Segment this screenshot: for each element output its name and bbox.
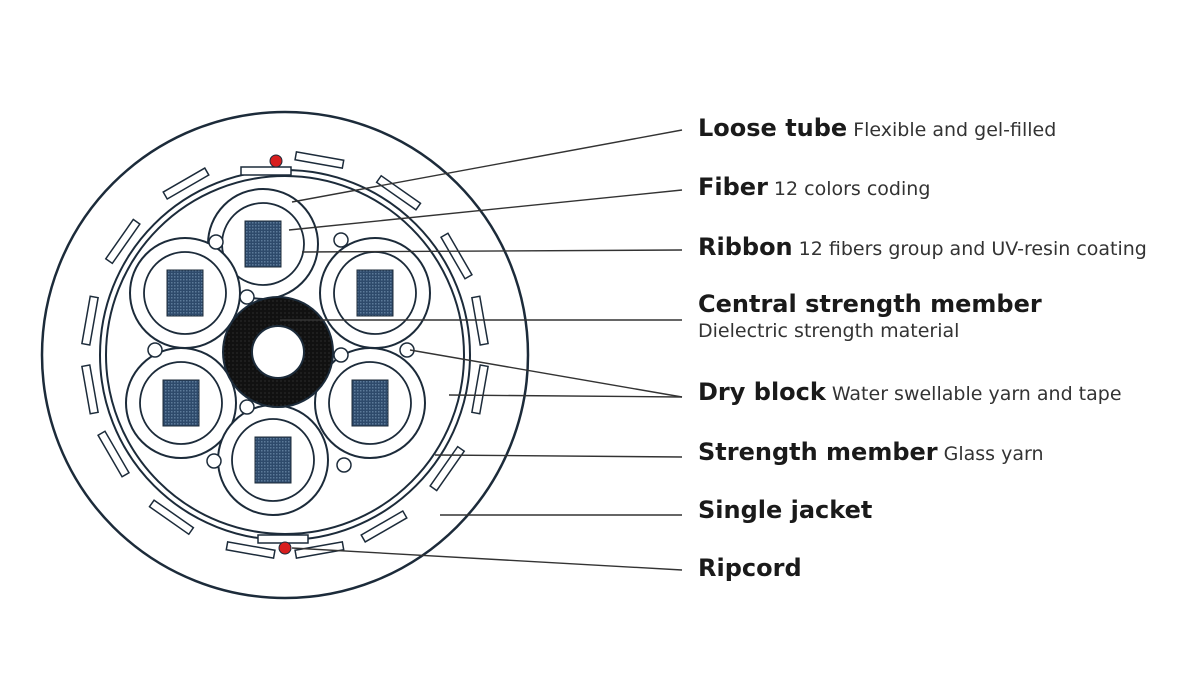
label-single-jacket: Single jacket (698, 496, 872, 524)
glass-yarn-strip (162, 167, 210, 201)
glass-yarn-strip (148, 499, 195, 536)
ripcord-icon (278, 541, 292, 555)
loose-tube-icon (319, 237, 431, 349)
dry-block-yarn-dot (208, 234, 224, 250)
label-title: Single jacket (698, 496, 873, 524)
central-strength-member-core (251, 325, 305, 379)
leader-ribbon (301, 249, 683, 253)
label-desc: Dielectric strength material (698, 320, 960, 342)
ribbon-icon (351, 379, 389, 427)
dry-block-yarns (147, 232, 415, 473)
leader-lines (280, 129, 683, 571)
loose-tubes (125, 188, 431, 516)
leader-dry-block-a (409, 349, 683, 398)
label-title: Ribbon (698, 233, 793, 261)
label-desc: Flexible and gel-filled (853, 119, 1057, 141)
loose-tube-icon (217, 404, 329, 516)
ribbon-icon (356, 269, 394, 317)
label-title: Fiber (698, 173, 768, 201)
dry-block-yarn-dot (333, 347, 349, 363)
ripcord-bottom-tab (257, 534, 309, 544)
leader-fiber (288, 189, 683, 231)
ribbon-icon (244, 220, 282, 268)
dry-block-yarn-dot (239, 289, 255, 305)
leader-loose-tube (291, 129, 683, 203)
dry-block-yarn-dot (206, 453, 222, 469)
leader-strength-member (434, 454, 683, 458)
dry-block-yarn-dot (336, 457, 352, 473)
glass-yarn-strip (104, 218, 141, 265)
label-title: Ripcord (698, 554, 802, 582)
dry-block-yarn-dot (239, 399, 255, 415)
leader-ripcord (291, 547, 683, 571)
label-title: Central strength member (698, 290, 1042, 318)
loose-tube-icon (314, 347, 426, 459)
ripcord-icon (269, 154, 283, 168)
label-title: Strength member (698, 438, 938, 466)
label-ripcord: Ripcord (698, 554, 802, 582)
dry-block-yarn-dot (333, 232, 349, 248)
loose-tube-icon (125, 347, 237, 459)
leader-dry-block-b (448, 394, 683, 398)
glass-yarn-strip (81, 364, 99, 415)
label-desc: Water swellable yarn and tape (831, 383, 1122, 405)
ribbon-icon (254, 436, 292, 484)
label-desc: 12 fibers group and UV-resin coating (798, 238, 1147, 260)
glass-yarn-strip (429, 445, 466, 492)
glass-yarn-strip (81, 295, 99, 346)
glass-yarn-strip (97, 430, 131, 478)
glass-yarn-strip (471, 364, 489, 415)
glass-yarn-strip (225, 541, 276, 559)
label-desc: 12 colors coding (773, 178, 931, 200)
dry-block-tape-inner (105, 175, 465, 535)
glass-yarn-strip (294, 151, 345, 169)
label-title: Loose tube (698, 114, 848, 142)
ripcord-top-tab (240, 166, 292, 176)
ribbon-icon (166, 269, 204, 317)
label-desc: Glass yarn (943, 443, 1044, 465)
glass-yarn-strip (360, 509, 408, 543)
dry-block-yarn-dot (147, 342, 163, 358)
loose-tube-icon (129, 237, 241, 349)
glass-yarn-strip (439, 232, 473, 280)
ribbon-icon (162, 379, 200, 427)
label-title: Dry block (698, 378, 826, 406)
